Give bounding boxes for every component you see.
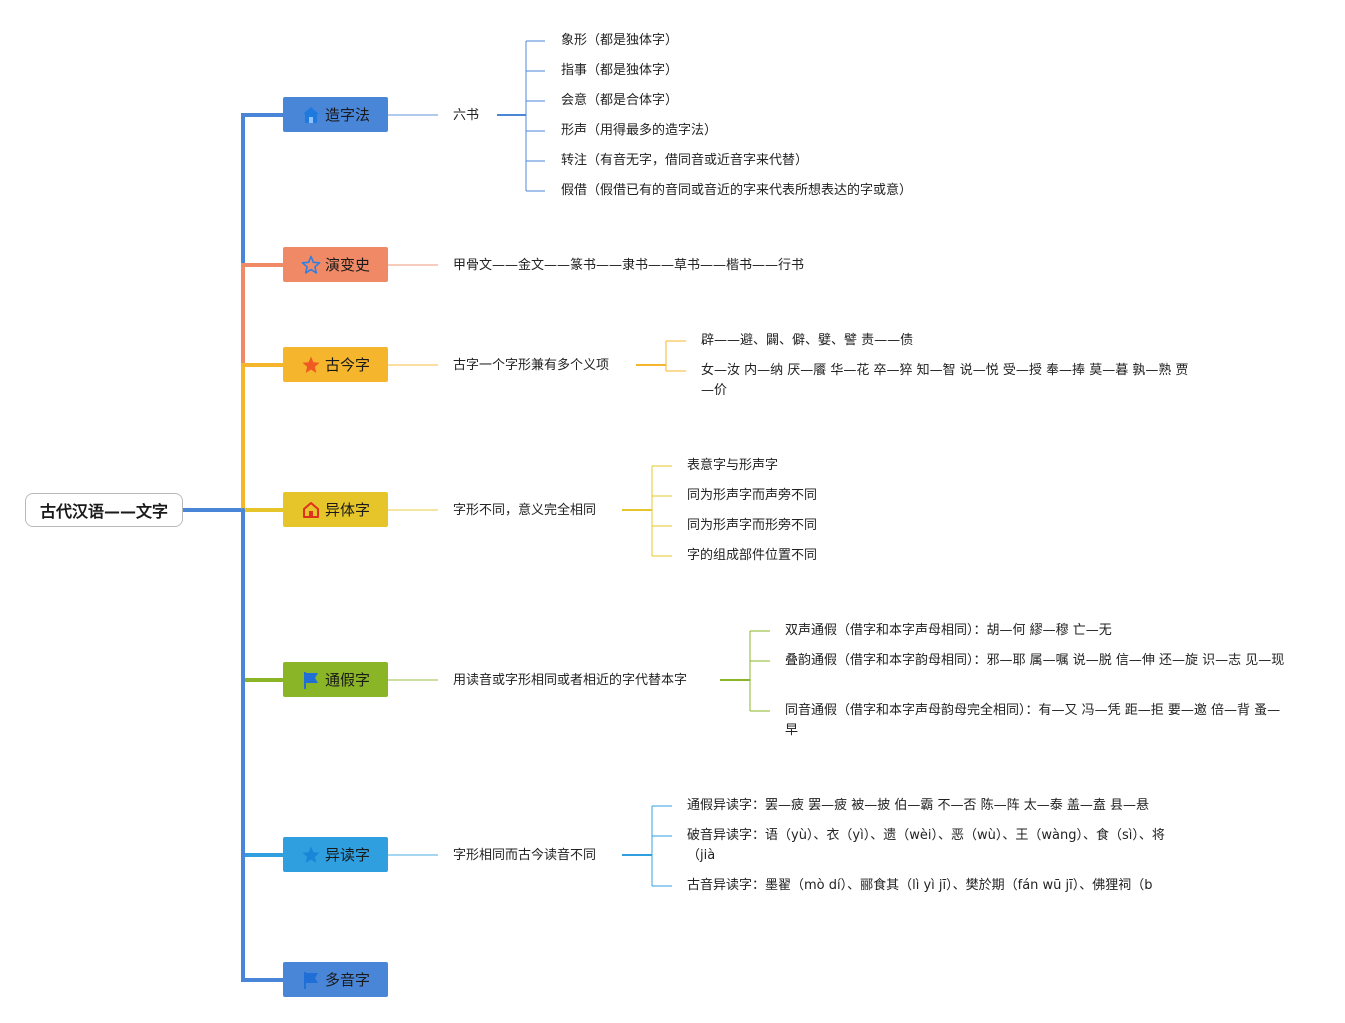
branch-label: 异读字	[324, 846, 370, 864]
leaf-item[interactable]: 会意（都是合体字）	[561, 93, 679, 108]
leaf-item[interactable]: 转注（有音无字，借同音或近音字来代替）	[561, 153, 809, 168]
branch-sub[interactable]: 六书	[453, 108, 480, 123]
branch-sub[interactable]: 古字一个字形兼有多个义项	[453, 358, 610, 373]
branch-sub[interactable]: 字形相同而古今读音不同	[453, 848, 597, 863]
flag-icon	[301, 970, 321, 990]
leaf-item[interactable]: 同为形声字而形旁不同	[687, 518, 818, 533]
branch-label: 古今字	[324, 356, 370, 374]
house-icon	[301, 105, 321, 125]
connector-line	[241, 508, 285, 982]
root-topic[interactable]: 古代汉语——文字	[25, 493, 183, 527]
branch-tongjiazi[interactable]: 通假字	[283, 662, 388, 697]
connector-line	[241, 508, 285, 682]
branch-label: 造字法	[324, 106, 370, 124]
leaf-item[interactable]: 指事（都是独体字）	[561, 63, 679, 78]
branch-sub[interactable]: 字形不同，意义完全相同	[453, 503, 597, 518]
leaf-item[interactable]: 破音异读字：语（yù）、衣（yì）、遗（wèi）、恶（wù）、王（wàng）、食…	[687, 828, 1165, 863]
branch-label: 多音字	[324, 971, 370, 989]
leaf-item[interactable]: 叠韵通假（借字和本字韵母相同）：邪—耶 属—嘱 说—脱 信—伸 还—旋 识—志 …	[785, 653, 1285, 668]
branch-label: 异体字	[324, 501, 370, 519]
home-icon	[301, 500, 321, 520]
connector-line	[241, 113, 285, 512]
leaf-item[interactable]: 表意字与形声字	[687, 458, 779, 473]
connector-line	[241, 363, 285, 512]
branch-duoyinzi[interactable]: 多音字	[283, 962, 388, 997]
leaf-item[interactable]: 古音异读字：墨翟（mò dí）、郦食其（lì yì jī）、樊於期（fán wū…	[687, 878, 1153, 893]
leaf-item[interactable]: 双声通假（借字和本字声母相同）：胡—何 繆—穆 亡—无	[785, 623, 1112, 638]
leaf-item[interactable]: 字的组成部件位置不同	[687, 548, 818, 563]
leaf-item[interactable]: 形声（用得最多的造字法）	[561, 123, 718, 138]
flag-icon	[301, 670, 321, 690]
branch-sub[interactable]: 甲骨文——金文——篆书——隶书——草书——楷书——行书	[453, 258, 805, 273]
star-filled-icon	[301, 355, 321, 375]
branch-yiduzi[interactable]: 异读字	[283, 837, 388, 872]
leaf-item[interactable]: 女—汝 内—纳 厌—餍 华—花 卒—猝 知—智 说—悦 受—授 奉—捧 莫—暮 …	[701, 363, 1189, 398]
branch-zaozifa[interactable]: 造字法	[283, 97, 388, 132]
leaf-item[interactable]: 同为形声字而声旁不同	[687, 488, 818, 503]
branch-yanbianshi[interactable]: 演变史	[283, 247, 388, 282]
branch-yitizi[interactable]: 异体字	[283, 492, 388, 527]
star-outline-icon	[301, 255, 321, 275]
connector-line	[241, 263, 285, 512]
leaf-item[interactable]: 同音通假（借字和本字声母韵母完全相同）：有—又 冯—凭 距—拒 要—邀 倍—背 …	[785, 703, 1281, 738]
star-filled-icon	[301, 845, 321, 865]
leaf-item[interactable]: 假借（假借已有的音同或音近的字来代表所想表达的字或意）	[561, 183, 913, 198]
branch-gujinzi[interactable]: 古今字	[283, 347, 388, 382]
leaf-item[interactable]: 通假异读字：罢—疲 罢—疲 被—披 伯—霸 不—否 陈—阵 太—泰 盖—盍 县—…	[687, 798, 1150, 813]
leaf-item[interactable]: 象形（都是独体字）	[561, 33, 679, 48]
branch-label: 通假字	[324, 671, 370, 689]
branch-label: 演变史	[324, 256, 370, 274]
leaf-item[interactable]: 辟——避、闢、僻、嬖、譬 责——债	[701, 333, 914, 348]
connector-line	[241, 508, 285, 857]
branch-sub[interactable]: 用读音或字形相同或者相近的字代替本字	[453, 673, 688, 688]
